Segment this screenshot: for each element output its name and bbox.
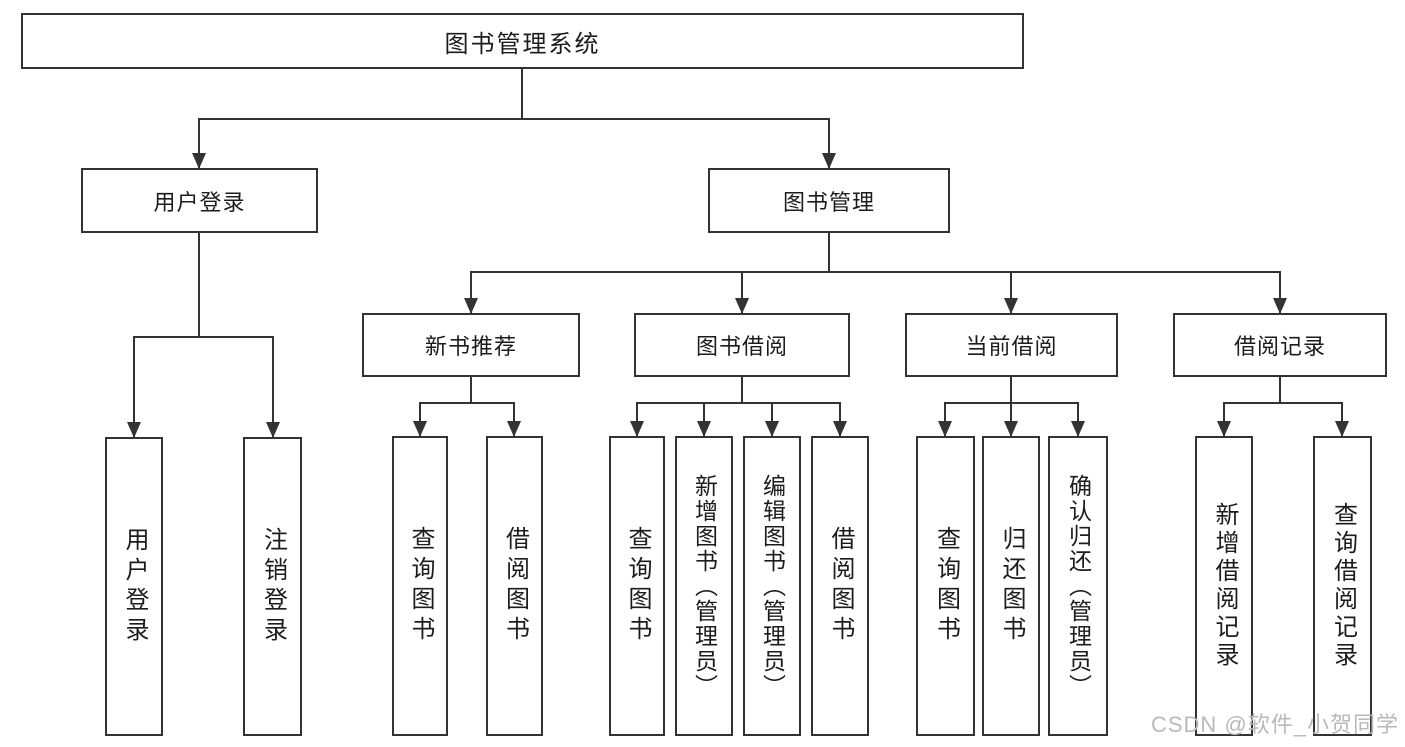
node-new-book-recommend-label: 新书推荐	[424, 334, 517, 359]
leaf-bb-add-books-admin-label: 新增图书（管理员）	[691, 473, 718, 699]
leaf-nbr-borrow-books-label: 借阅图书	[501, 526, 529, 646]
node-borrow-records-label: 借阅记录	[1233, 334, 1326, 359]
leaf-bb-query-books: 查询图书	[609, 436, 665, 736]
node-root: 图书管理系统	[21, 13, 1024, 69]
leaf-bb-edit-books-admin-label: 编辑图书（管理员）	[759, 473, 786, 699]
node-book-management: 图书管理	[708, 168, 950, 233]
node-book-borrow-label: 图书借阅	[695, 334, 788, 359]
node-user-login: 用户登录	[81, 168, 318, 233]
leaf-bb-edit-books-admin: 编辑图书（管理员）	[743, 436, 801, 736]
node-borrow-records: 借阅记录	[1173, 313, 1387, 377]
leaf-bb-borrow-books: 借阅图书	[811, 436, 869, 736]
leaf-br-query-record: 查询借阅记录	[1313, 436, 1372, 736]
leaf-nbr-query-books-label: 查询图书	[407, 526, 434, 646]
leaf-nbr-query-books: 查询图书	[392, 436, 448, 736]
leaf-logout-label: 注销登录	[259, 526, 287, 647]
leaf-bb-add-books-admin: 新增图书（管理员）	[675, 436, 733, 736]
leaf-nbr-borrow-books: 借阅图书	[486, 436, 543, 736]
leaf-cb-query-books: 查询图书	[916, 436, 975, 736]
node-book-borrow: 图书借阅	[634, 313, 850, 377]
node-current-borrow-label: 当前借阅	[965, 334, 1058, 359]
node-user-login-label: 用户登录	[153, 189, 246, 215]
node-new-book-recommend: 新书推荐	[362, 313, 580, 377]
leaf-br-add-record: 新增借阅记录	[1195, 436, 1253, 736]
csdn-watermark: CSDN @软件_小贺同学	[1150, 712, 1399, 737]
leaf-user-login-label: 用户登录	[121, 526, 148, 647]
node-book-management-label: 图书管理	[782, 189, 875, 215]
leaf-cb-confirm-return-admin: 确认归还（管理员）	[1048, 436, 1108, 736]
node-current-borrow: 当前借阅	[905, 313, 1118, 377]
leaf-cb-return-books-label: 归还图书	[998, 526, 1025, 646]
leaf-user-login: 用户登录	[105, 437, 163, 736]
leaf-cb-query-books-label: 查询图书	[932, 526, 960, 646]
leaf-br-add-record-label: 新增借阅记录	[1211, 502, 1238, 670]
leaf-bb-query-books-label: 查询图书	[624, 526, 651, 646]
leaf-cb-confirm-return-admin-label: 确认归还（管理员）	[1065, 473, 1092, 699]
leaf-cb-return-books: 归还图书	[982, 436, 1040, 736]
node-root-label: 图书管理系统	[444, 30, 601, 58]
leaf-bb-borrow-books-label: 借阅图书	[827, 526, 854, 646]
leaf-br-query-record-label: 查询借阅记录	[1329, 502, 1357, 670]
leaf-logout: 注销登录	[243, 437, 302, 736]
